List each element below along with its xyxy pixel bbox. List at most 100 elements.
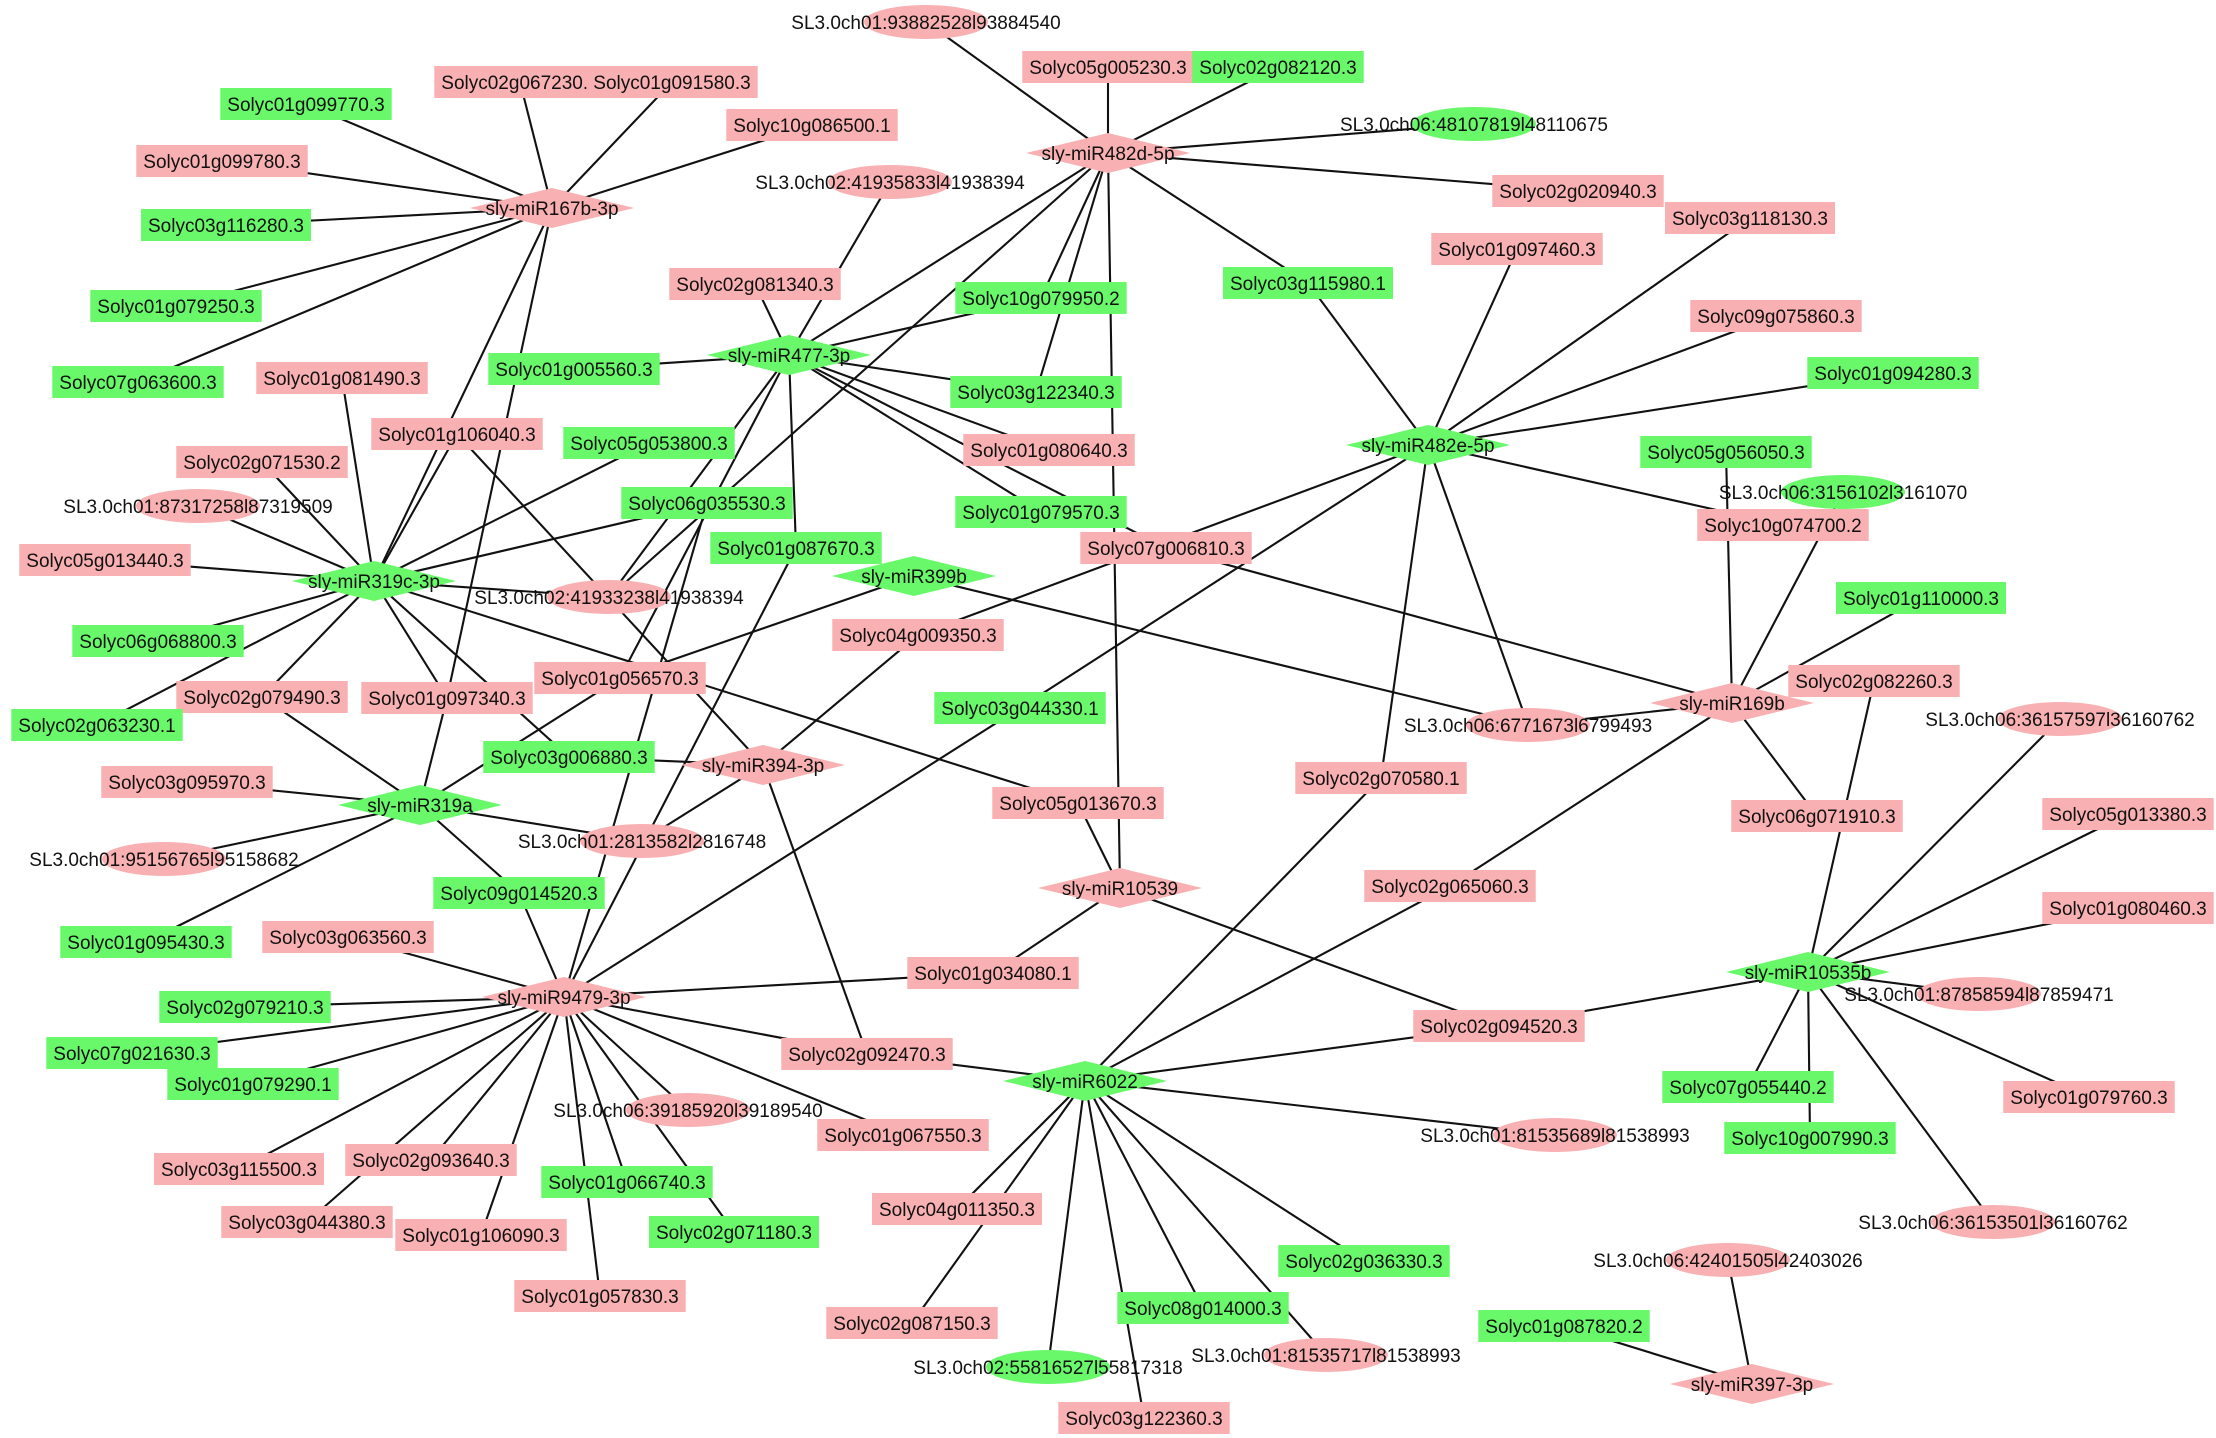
- node-solyc01g106040-3[interactable]: Solyc01g106040.3: [371, 418, 543, 450]
- node-solyc03g115980-1[interactable]: Solyc03g115980.1: [1223, 267, 1393, 299]
- node-solyc10g086500-1[interactable]: Solyc10g086500.1: [726, 109, 898, 141]
- node-solyc01g095430-3[interactable]: Solyc01g095430.3: [60, 926, 232, 958]
- node-sl3-0ch06-6771673l6799493[interactable]: SL3.0ch06:6771673l6799493: [1404, 708, 1652, 742]
- node-solyc06g035530-3[interactable]: Solyc06g035530.3: [621, 487, 793, 519]
- node-solyc02g092470-3[interactable]: Solyc02g092470.3: [781, 1038, 953, 1070]
- node-solyc03g063560-3[interactable]: Solyc03g063560.3: [262, 921, 434, 953]
- node-sl3-0ch06-36153501l36160762[interactable]: SL3.0ch06:36153501l36160762: [1858, 1205, 2128, 1239]
- node-sl3-0ch01-87858594l87859471[interactable]: SL3.0ch01:87858594l87859471: [1844, 977, 2114, 1011]
- node-sly-mir319a[interactable]: sly-miR319a: [338, 785, 502, 825]
- node-solyc07g063600-3[interactable]: Solyc07g063600.3: [52, 366, 224, 398]
- node-sly-mir319c-3p[interactable]: sly-miR319c-3p: [292, 561, 456, 601]
- node-solyc07g055440-2[interactable]: Solyc07g055440.2: [1662, 1071, 1834, 1103]
- node-sl3-0ch06-42401505l42403026[interactable]: SL3.0ch06:42401505l42403026: [1593, 1243, 1863, 1277]
- node-solyc05g053800-3[interactable]: Solyc05g053800.3: [563, 427, 735, 459]
- node-solyc01g034080-1[interactable]: Solyc01g034080.1: [907, 957, 1079, 989]
- node-sly-mir394-3p[interactable]: sly-miR394-3p: [681, 745, 845, 785]
- node-solyc02g087150-3[interactable]: Solyc02g087150.3: [826, 1307, 998, 1339]
- node-sly-mir477-3p[interactable]: sly-miR477-3p: [707, 335, 871, 375]
- node-solyc02g036330-3[interactable]: Solyc02g036330.3: [1278, 1245, 1450, 1277]
- node-solyc05g013670-3[interactable]: Solyc05g013670.3: [992, 787, 1164, 819]
- node-solyc01g005560-3[interactable]: Solyc01g005560.3: [488, 353, 660, 385]
- node-solyc02g063230-1[interactable]: Solyc02g063230.1: [11, 709, 183, 741]
- node-solyc01g066740-3[interactable]: Solyc01g066740.3: [541, 1166, 713, 1198]
- node-solyc07g006810-3[interactable]: Solyc07g006810.3: [1080, 532, 1252, 564]
- node-solyc01g087820-2[interactable]: Solyc01g087820.2: [1478, 1310, 1650, 1342]
- node-solyc02g079490-3[interactable]: Solyc02g079490.3: [176, 681, 348, 713]
- node-solyc03g006880-3[interactable]: Solyc03g006880.3: [483, 741, 655, 773]
- node-sly-mir399b[interactable]: sly-miR399b: [832, 556, 996, 596]
- node-solyc01g079760-3[interactable]: Solyc01g079760.3: [2003, 1081, 2175, 1113]
- node-solyc02g093640-3[interactable]: Solyc02g093640.3: [345, 1144, 517, 1176]
- node-solyc03g122360-3[interactable]: Solyc03g122360.3: [1058, 1402, 1230, 1434]
- node-solyc04g009350-3[interactable]: Solyc04g009350.3: [832, 619, 1004, 651]
- node-solyc10g007990-3[interactable]: Solyc10g007990.3: [1724, 1122, 1896, 1154]
- node-solyc01g110000-3[interactable]: Solyc01g110000.3: [1836, 582, 2006, 614]
- node-solyc08g014000-3[interactable]: Solyc08g014000.3: [1117, 1292, 1289, 1324]
- node-solyc09g075860-3[interactable]: Solyc09g075860.3: [1690, 300, 1862, 332]
- node-sl3-0ch06-48107819l48110675[interactable]: SL3.0ch06:48107819l48110675: [1340, 107, 1608, 141]
- node-solyc01g079250-3[interactable]: Solyc01g079250.3: [90, 290, 262, 322]
- node-solyc02g065060-3[interactable]: Solyc02g065060.3: [1364, 870, 1536, 902]
- node-sly-mir10539[interactable]: sly-miR10539: [1038, 868, 1202, 908]
- node-solyc06g068800-3[interactable]: Solyc06g068800.3: [72, 625, 244, 657]
- node-solyc03g115500-3[interactable]: Solyc03g115500.3: [154, 1153, 324, 1185]
- node-solyc01g099770-3[interactable]: Solyc01g099770.3: [220, 88, 392, 120]
- node-sl3-0ch02-41933238l41938394[interactable]: SL3.0ch02:41933238l41938394: [474, 580, 744, 614]
- node-solyc01g097340-3[interactable]: Solyc01g097340.3: [361, 682, 533, 714]
- node-solyc03g116280-3[interactable]: Solyc03g116280.3: [141, 209, 311, 241]
- node-solyc02g020940-3[interactable]: Solyc02g020940.3: [1492, 175, 1664, 207]
- node-solyc01g080460-3[interactable]: Solyc01g080460.3: [2042, 892, 2214, 924]
- node-solyc01g087670-3[interactable]: Solyc01g087670.3: [710, 532, 882, 564]
- node-sly-mir9479-3p[interactable]: sly-miR9479-3p: [482, 977, 646, 1017]
- node-solyc01g079290-1[interactable]: Solyc01g079290.1: [167, 1068, 339, 1100]
- node-solyc03g044330-1[interactable]: Solyc03g044330.1: [934, 692, 1106, 724]
- node-solyc01g079570-3[interactable]: Solyc01g079570.3: [955, 496, 1127, 528]
- node-solyc01g080640-3[interactable]: Solyc01g080640.3: [963, 434, 1135, 466]
- node-sl3-0ch01-93882528l93884540[interactable]: SL3.0ch01:93882528l93884540: [791, 5, 1061, 39]
- node-sl3-0ch01-95156765l95158682[interactable]: SL3.0ch01:95156765l95158682: [29, 842, 299, 876]
- node-solyc01g099780-3[interactable]: Solyc01g099780.3: [136, 145, 308, 177]
- node-sl3-0ch02-55816527l55817318[interactable]: SL3.0ch02:55816527l55817318: [913, 1350, 1183, 1384]
- node-solyc03g118130-3[interactable]: Solyc03g118130.3: [1665, 202, 1835, 234]
- node-solyc02g070580-1[interactable]: Solyc02g070580.1: [1295, 762, 1467, 794]
- node-sl3-0ch06-39185920l39189540[interactable]: SL3.0ch06:39185920l39189540: [553, 1093, 823, 1127]
- node-sl3-0ch06-36157597l36160762[interactable]: SL3.0ch06:36157597l36160762: [1925, 702, 2195, 736]
- node-solyc05g013440-3[interactable]: Solyc05g013440.3: [19, 544, 191, 576]
- node-solyc02g082260-3[interactable]: Solyc02g082260.3: [1788, 665, 1960, 697]
- node-solyc01g106090-3[interactable]: Solyc01g106090.3: [395, 1219, 567, 1251]
- node-solyc01g097460-3[interactable]: Solyc01g097460.3: [1431, 233, 1603, 265]
- node-solyc10g079950-2[interactable]: Solyc10g079950.2: [955, 282, 1127, 314]
- node-sly-mir167b-3p[interactable]: sly-miR167b-3p: [470, 188, 634, 228]
- node-solyc02g071530-2[interactable]: Solyc02g071530.2: [176, 446, 348, 478]
- node-solyc01g094280-3[interactable]: Solyc01g094280.3: [1807, 357, 1979, 389]
- node-solyc03g095970-3[interactable]: Solyc03g095970.3: [101, 766, 273, 798]
- node-sl3-0ch01-81535717l81538993[interactable]: SL3.0ch01:81535717l81538993: [1191, 1338, 1461, 1372]
- node-sly-mir10535b[interactable]: sly-miR10535b: [1726, 952, 1890, 992]
- node-solyc02g071180-3[interactable]: Solyc02g071180.3: [649, 1216, 819, 1248]
- node-sly-mir482e-5p[interactable]: sly-miR482e-5p: [1346, 425, 1510, 465]
- node-solyc05g056050-3[interactable]: Solyc05g056050.3: [1640, 436, 1812, 468]
- node-solyc01g091580-3[interactable]: Solyc01g091580.3: [586, 66, 758, 98]
- node-solyc06g071910-3[interactable]: Solyc06g071910.3: [1731, 800, 1903, 832]
- node-solyc01g081490-3[interactable]: Solyc01g081490.3: [256, 362, 428, 394]
- node-sl3-0ch06-3156102l3161070[interactable]: SL3.0ch06:3156102l3161070: [1719, 475, 1967, 509]
- node-solyc03g044380-3[interactable]: Solyc03g044380.3: [221, 1206, 393, 1238]
- node-solyc04g011350-3[interactable]: Solyc04g011350.3: [872, 1193, 1042, 1225]
- node-solyc05g013380-3[interactable]: Solyc05g013380.3: [2042, 798, 2214, 830]
- node-sly-mir397-3p[interactable]: sly-miR397-3p: [1670, 1364, 1834, 1404]
- node-sl3-0ch01-87317258l87319509[interactable]: SL3.0ch01:87317258l87319509: [63, 489, 333, 523]
- node-sly-mir169b[interactable]: sly-miR169b: [1650, 683, 1814, 723]
- node-solyc02g094520-3[interactable]: Solyc02g094520.3: [1413, 1010, 1585, 1042]
- node-solyc02g082120-3[interactable]: Solyc02g082120.3: [1192, 51, 1364, 83]
- node-sl3-0ch01-2813582l2816748[interactable]: SL3.0ch01:2813582l2816748: [518, 824, 766, 858]
- node-solyc10g074700-2[interactable]: Solyc10g074700.2: [1697, 509, 1869, 541]
- node-solyc02g067230-3[interactable]: Solyc02g067230.3: [434, 66, 606, 98]
- node-solyc05g005230-3[interactable]: Solyc05g005230.3: [1022, 51, 1194, 83]
- node-solyc02g079210-3[interactable]: Solyc02g079210.3: [159, 991, 331, 1023]
- node-sl3-0ch01-81535689l81538993[interactable]: SL3.0ch01:81535689l81538993: [1420, 1118, 1690, 1152]
- node-solyc03g122340-3[interactable]: Solyc03g122340.3: [950, 376, 1122, 408]
- node-solyc01g056570-3[interactable]: Solyc01g056570.3: [534, 662, 706, 694]
- node-solyc01g057830-3[interactable]: Solyc01g057830.3: [514, 1280, 686, 1312]
- node-solyc07g021630-3[interactable]: Solyc07g021630.3: [46, 1037, 218, 1069]
